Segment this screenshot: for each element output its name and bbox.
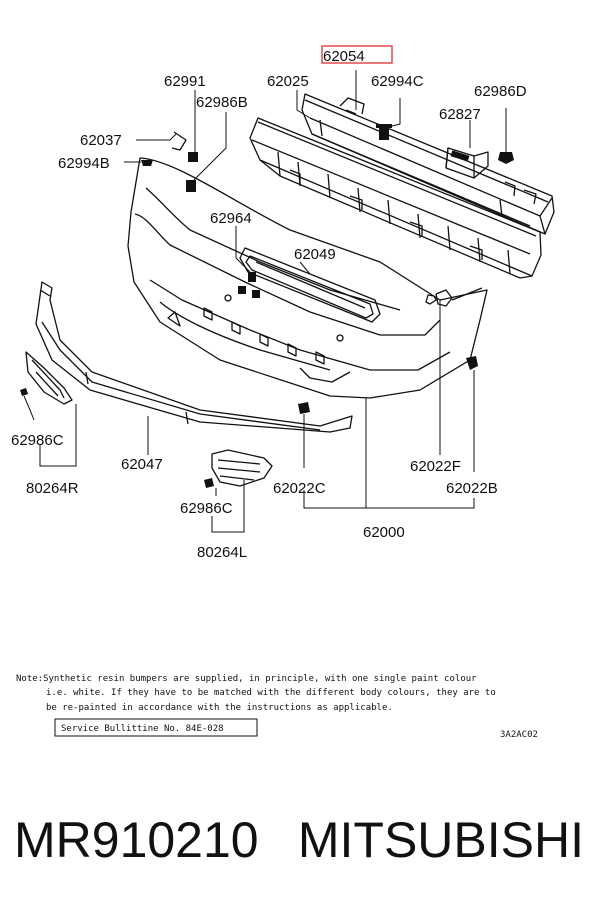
brand-name: MITSUBISHI <box>297 812 584 868</box>
bumper-exploded-diagram: 62054 62991 62025 62994C 62986D 62986B 6… <box>11 45 555 740</box>
grille <box>239 247 381 323</box>
label-80264l: 80264L <box>197 544 247 561</box>
label-62986c-left: 62986C <box>11 432 64 449</box>
part-number: MR910210 <box>14 812 259 868</box>
clip-62022b <box>466 356 478 370</box>
label-62022b: 62022B <box>446 480 498 497</box>
lower-lip-spoiler <box>35 281 353 433</box>
label-62986d: 62986D <box>474 83 527 100</box>
label-62991: 62991 <box>164 73 206 90</box>
sensor-part <box>445 147 489 179</box>
fog-cover-left <box>211 449 273 487</box>
bumper-cover <box>127 157 488 399</box>
note-line-1: Note:Synthetic resin bumpers are supplie… <box>16 674 477 684</box>
clip-62991 <box>188 90 198 162</box>
label-62986c-mid: 62986C <box>180 500 233 517</box>
part-title-bar: MR910210 MITSUBISHI <box>0 800 600 880</box>
energy-absorber <box>249 117 542 279</box>
label-80264r: 80264R <box>26 480 79 497</box>
clip-62022c <box>298 402 310 468</box>
note-line-3: be re-painted in accordance with the ins… <box>46 703 393 713</box>
clip-62986d <box>498 108 514 164</box>
clip-62964 <box>235 226 260 298</box>
label-62827: 62827 <box>439 106 481 123</box>
label-62022f: 62022F <box>410 458 461 475</box>
highlight-box <box>321 45 393 64</box>
label-62047: 62047 <box>121 456 163 473</box>
leader-lines <box>39 70 475 533</box>
label-62025: 62025 <box>267 73 309 90</box>
label-62000: 62000 <box>363 524 405 541</box>
clip-62994b <box>124 160 153 166</box>
label-62964: 62964 <box>210 210 252 227</box>
diagram-code: 3A2AC02 <box>500 730 538 740</box>
label-62037: 62037 <box>80 132 122 149</box>
label-62986b: 62986B <box>196 94 248 111</box>
service-bulletin-box <box>54 718 258 737</box>
note-line-2: i.e. white. If they have to be matched w… <box>46 688 496 698</box>
side-bracket <box>435 287 483 307</box>
label-62994c: 62994C <box>371 73 424 90</box>
label-62054: 62054 <box>323 48 365 65</box>
fog-cover-right <box>25 351 73 405</box>
screw-left <box>20 388 35 421</box>
clip-62994c <box>376 98 401 140</box>
clip-62037 <box>171 131 187 151</box>
reinforcement-beam <box>301 93 555 235</box>
clip-62986b <box>186 112 227 192</box>
label-62022c: 62022C <box>273 480 326 497</box>
service-bulletin-text: Service Bullittine No. 84E-028 <box>61 724 224 734</box>
label-62049: 62049 <box>294 246 336 263</box>
label-62994b: 62994B <box>58 155 110 172</box>
screw-mid <box>204 478 214 488</box>
